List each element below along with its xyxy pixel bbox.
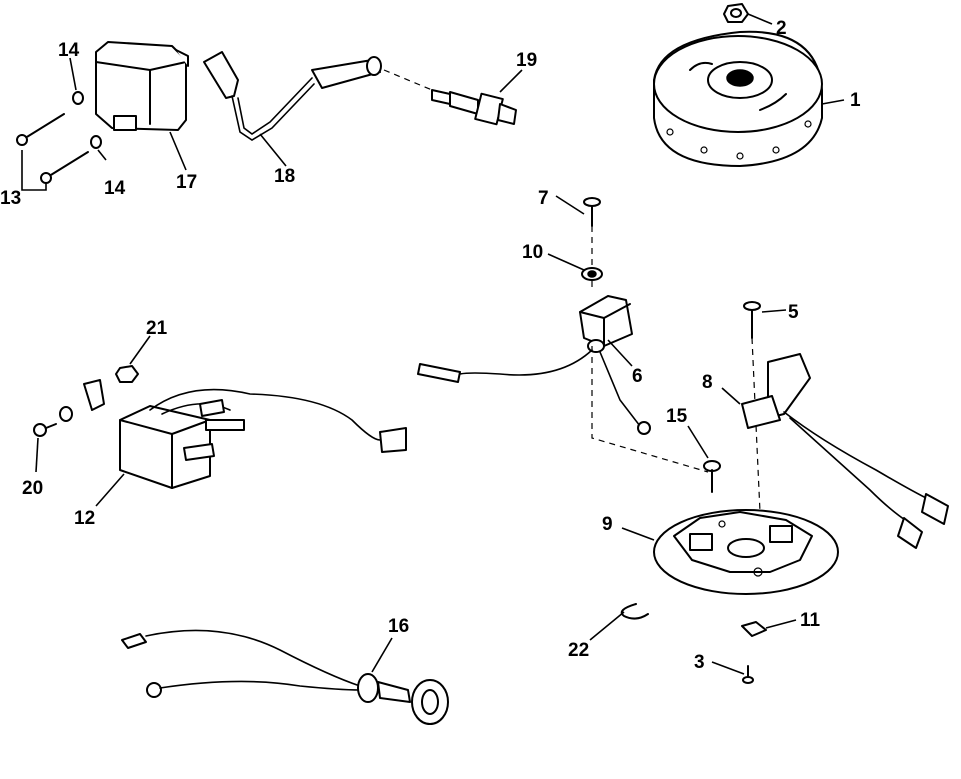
- callout-21: 21: [146, 318, 168, 339]
- screw-part-20: [33, 423, 57, 437]
- spark-plug-lead-part-18: [203, 51, 382, 141]
- leader-19: [499, 69, 523, 93]
- callout-7: 7: [538, 188, 549, 209]
- screw-part-13-lower: [40, 151, 89, 184]
- callout-1: 1: [850, 90, 861, 111]
- wiring-harness-part-16: [121, 629, 449, 725]
- flywheel-part-1: [653, 30, 823, 167]
- screw-part-13-upper: [16, 113, 65, 146]
- power-pack-part-12: [83, 379, 407, 489]
- callout-2: 2: [776, 18, 787, 39]
- power-pack-washer: [59, 406, 73, 422]
- retaining-ring-part-22: [620, 603, 649, 620]
- callout-22: 22: [568, 640, 589, 661]
- callout-14a: 14: [58, 40, 80, 61]
- leader-15: [687, 425, 709, 459]
- callout-8: 8: [702, 372, 713, 393]
- callout-6: 6: [632, 366, 643, 387]
- leader-17: [169, 131, 187, 171]
- leader-7: [555, 195, 585, 215]
- screw-part-15: [703, 460, 721, 493]
- screw-part-5: [743, 301, 761, 339]
- leader-10: [547, 253, 585, 271]
- callout-18: 18: [274, 166, 295, 187]
- sensor-dash-line: [751, 337, 761, 513]
- leader-14a: [69, 57, 77, 91]
- leader-8: [721, 387, 741, 405]
- callout-20: 20: [22, 478, 43, 499]
- sensor-coil-part-8: [741, 353, 949, 549]
- coil-dash-line-to-plate: [591, 346, 709, 473]
- leader-21: [129, 335, 151, 365]
- callout-17: 17: [176, 172, 197, 193]
- callout-14b: 14: [104, 178, 126, 199]
- leader-2: [747, 13, 773, 25]
- leader-9: [621, 527, 655, 541]
- callout-5: 5: [788, 302, 799, 323]
- callout-16: 16: [388, 616, 409, 637]
- ignition-coil-part-17: [95, 41, 189, 131]
- leader-20: [35, 437, 39, 473]
- leader-6: [607, 339, 633, 367]
- callout-12: 12: [74, 508, 95, 529]
- callout-11: 11: [800, 610, 821, 631]
- nut-part-21: [115, 365, 139, 383]
- callout-3: 3: [694, 652, 705, 673]
- spark-plug-dash-line: [383, 69, 433, 91]
- callout-19: 19: [516, 50, 537, 71]
- leader-12: [95, 473, 125, 507]
- leader-3: [711, 661, 745, 675]
- leader-1: [821, 99, 845, 105]
- leader-11: [765, 619, 797, 629]
- leader-5: [761, 309, 787, 313]
- leader-22: [589, 611, 625, 641]
- washer-part-10: [581, 267, 603, 281]
- leader-16: [371, 637, 393, 673]
- leader-13: [21, 150, 47, 191]
- leader-14b: [97, 149, 107, 161]
- screw-part-7: [583, 197, 601, 227]
- stator-plate-part-9: [653, 509, 839, 595]
- washer-part-14-lower: [90, 135, 102, 149]
- leader-18: [259, 133, 287, 167]
- callout-10: 10: [522, 242, 543, 263]
- charge-coil-part-6: [417, 295, 651, 435]
- clamp-part-11: [741, 621, 767, 637]
- callout-13: 13: [0, 188, 21, 209]
- callout-15: 15: [666, 406, 688, 427]
- flywheel-nut-part-2: [723, 3, 749, 23]
- washer-part-14-upper: [72, 91, 84, 105]
- screw-part-3: [742, 665, 754, 684]
- spark-plug-part-19: [431, 89, 517, 126]
- callout-9: 9: [602, 514, 613, 535]
